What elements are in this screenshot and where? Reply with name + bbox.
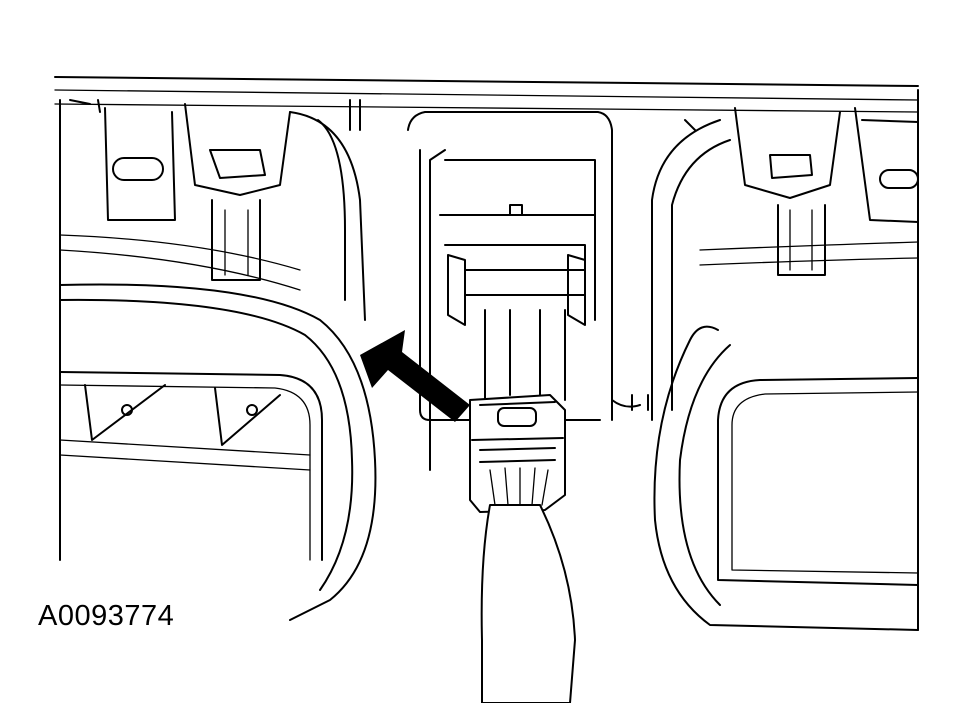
center-connector-bay [407,111,649,471]
left-air-outlet [59,371,323,561]
right-air-outlet [717,377,919,586]
left-vent-housing [59,99,377,621]
wire-harness [480,504,576,703]
figure-id-label: A0093774 [38,600,175,632]
panel-top-edge [54,76,919,113]
arrow-icon [360,330,470,422]
right-vent-housing [651,89,919,631]
electrical-connector [469,394,566,513]
